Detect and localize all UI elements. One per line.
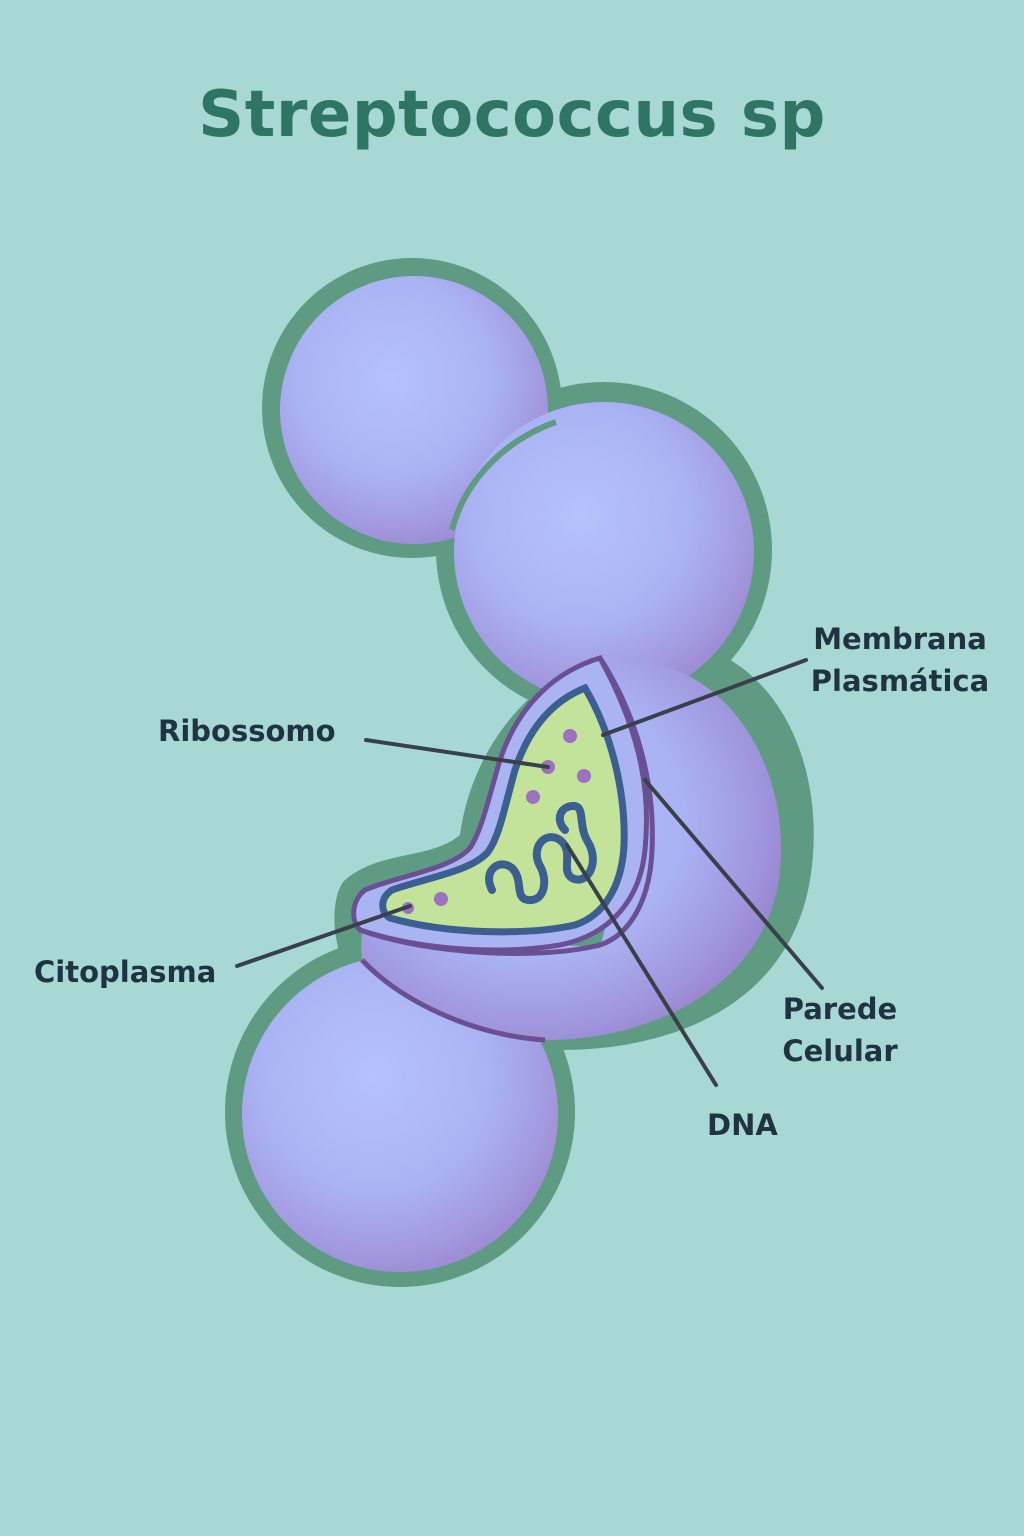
label-membrana-line-1: Membrana <box>813 622 987 656</box>
leader-ribossomo <box>364 738 550 769</box>
leader-lines <box>235 658 824 1087</box>
leader-parede <box>643 778 824 990</box>
leader-dna <box>565 843 718 1087</box>
coccus-cell-2 <box>449 402 754 702</box>
label-ribossomo: Ribossomo <box>158 714 336 748</box>
leader-membrana <box>601 658 808 737</box>
label-parede-line-2: Celular <box>782 1034 898 1068</box>
label-parede-line-1: Parede <box>782 992 898 1026</box>
coccus-cell-3-cutaway <box>351 655 782 1043</box>
label-membrana-plasmatica: Membrana Plasmática <box>800 618 1000 702</box>
label-citoplasma: Citoplasma <box>34 955 217 989</box>
ribosomes <box>402 729 591 914</box>
label-dna: DNA <box>707 1108 778 1142</box>
leader-citoplasma <box>235 904 412 968</box>
label-membrana-line-2: Plasmática <box>810 664 990 698</box>
dna-strand <box>485 802 597 904</box>
label-parede-celular: Parede Celular <box>760 988 920 1072</box>
diagram-title: Streptococcus sp <box>198 78 826 152</box>
coccus-cell-4 <box>242 956 558 1272</box>
